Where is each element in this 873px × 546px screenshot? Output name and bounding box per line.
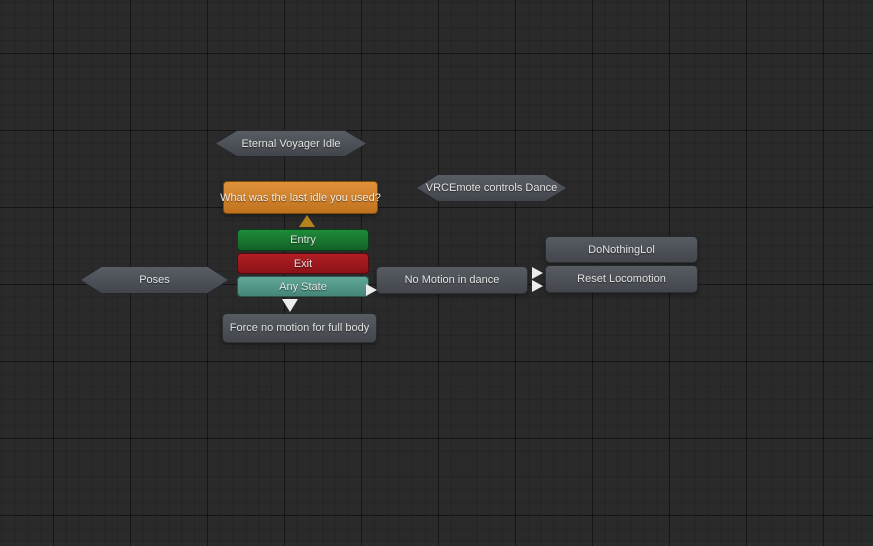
entry-node[interactable]: Entry — [237, 229, 369, 251]
substate-node-eternal-voyager-idle[interactable]: Eternal Voyager Idle — [215, 130, 367, 157]
exit-node[interactable]: Exit — [237, 253, 369, 274]
any-state-node[interactable]: Any State — [237, 276, 369, 297]
state-label: No Motion in dance — [404, 274, 500, 286]
transition-arrow-entry-to-default-icon[interactable] — [299, 215, 315, 227]
state-node-donothinglol[interactable]: DoNothingLol — [545, 236, 698, 263]
substate-label: VRCEmote controls Dance — [425, 182, 558, 194]
substate-node-fill: Eternal Voyager Idle — [216, 131, 366, 156]
state-node-what-was-the-last-idle-you-used[interactable]: What was the last idle you used? — [220, 181, 381, 214]
transition-arrow-anystate-to-no-motion-icon[interactable] — [366, 284, 377, 296]
state-label: Reset Locomotion — [577, 273, 666, 285]
substate-node-poses[interactable]: Poses — [80, 266, 229, 294]
state-node-force-no-motion-for-full-body[interactable]: Force no motion for full body — [222, 313, 377, 343]
substate-node-fill: VRCEmote controls Dance — [417, 175, 566, 201]
any-state-label: Any State — [279, 280, 327, 293]
state-node-no-motion-in-dance[interactable]: No Motion in dance — [376, 266, 528, 294]
entry-label: Entry — [290, 234, 316, 246]
state-node-reset-locomotion[interactable]: Reset Locomotion — [545, 265, 698, 293]
transition-arrow-to-reset-locomotion-icon[interactable] — [532, 280, 543, 292]
substate-label: Poses — [139, 274, 170, 286]
substate-label: Eternal Voyager Idle — [241, 137, 341, 150]
state-label: Force no motion for full body — [229, 322, 370, 334]
substate-node-vrcemote-controls-dance[interactable]: VRCEmote controls Dance — [416, 174, 567, 202]
substate-node-fill: Poses — [81, 267, 228, 293]
state-label: What was the last idle you used? — [220, 191, 381, 204]
state-label: DoNothingLol — [588, 243, 655, 256]
exit-label: Exit — [293, 257, 313, 270]
transition-arrow-anystate-to-force-no-motion-icon[interactable] — [282, 299, 298, 312]
transition-arrow-to-donothinglol-icon[interactable] — [532, 267, 543, 279]
